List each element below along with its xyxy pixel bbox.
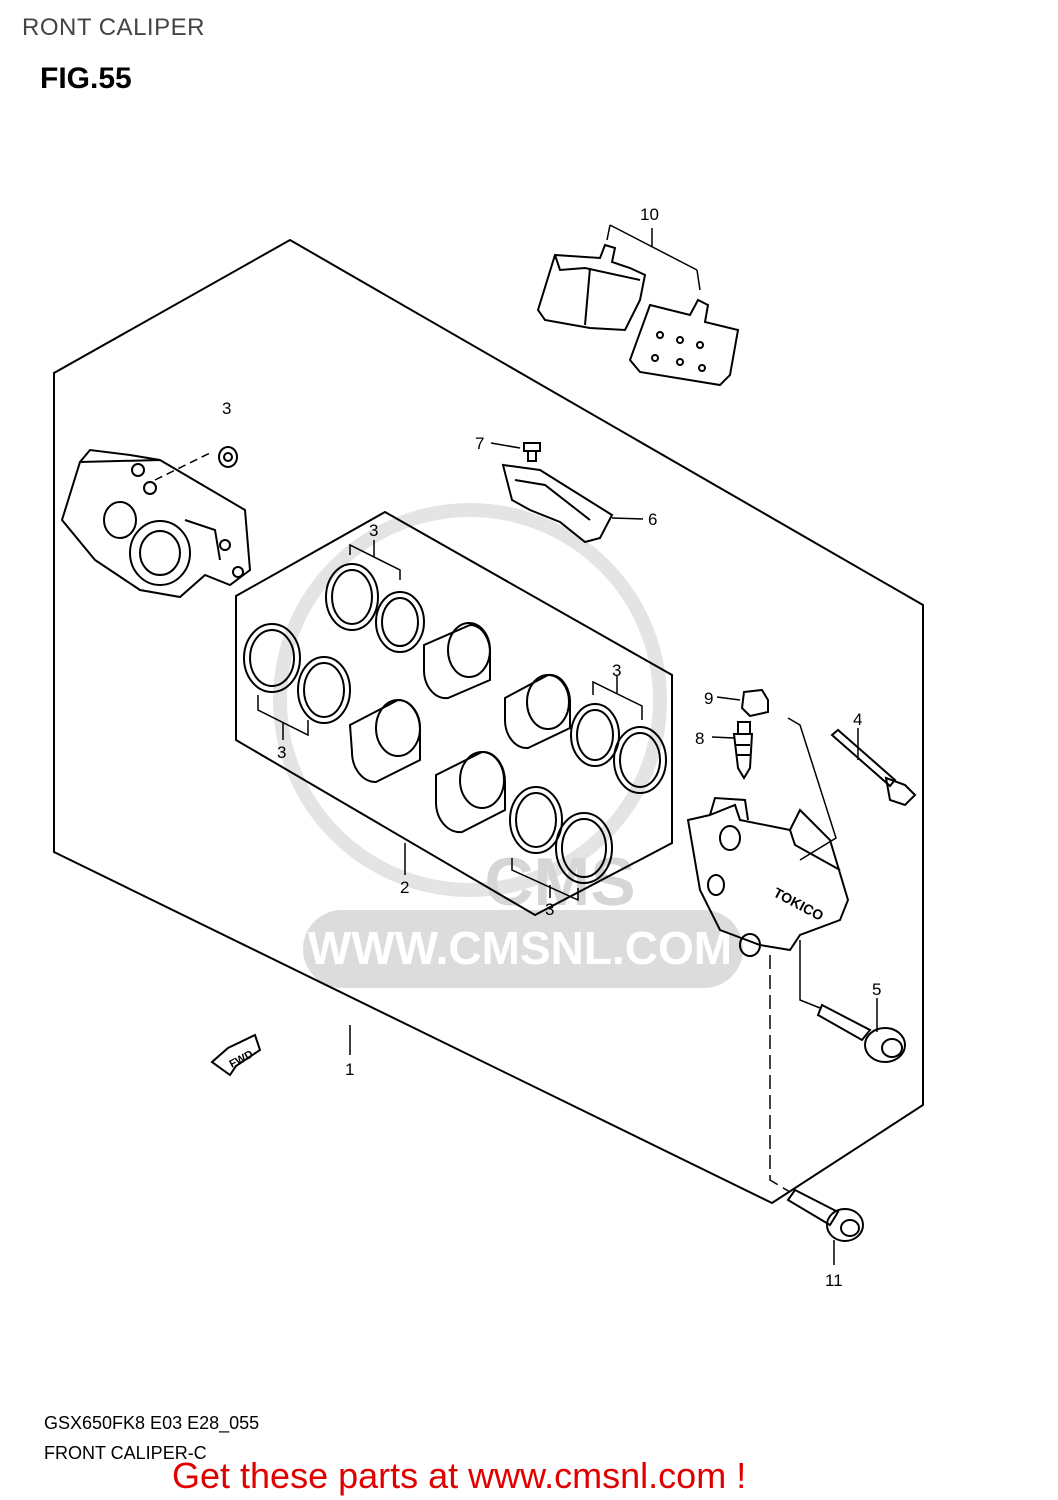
leader-pad-pin-axis: [787, 717, 837, 861]
seal-ring: [613, 726, 667, 794]
callout-6: 6: [648, 510, 657, 529]
callout-3-caliper: 3: [222, 399, 231, 418]
bolt-part-5: [816, 1003, 906, 1063]
page-header-title: RONT CALIPER: [22, 14, 205, 41]
leader-screw: [490, 442, 521, 449]
callout-8: 8: [695, 729, 704, 748]
promo-link-text[interactable]: Get these parts at www.cmsnl.com !: [172, 1455, 747, 1496]
leader-seal-left: [154, 451, 213, 481]
mounting-bolt: [786, 1188, 864, 1242]
pad-pin: [830, 728, 917, 807]
seal-brackets: [257, 540, 643, 902]
piston: [503, 673, 572, 750]
watermark-logo-text: CMS: [484, 844, 635, 920]
callout-3-seal-right: 3: [612, 661, 621, 680]
piston: [348, 698, 422, 784]
bleeder-cap: [740, 688, 769, 718]
callout-5: 5: [872, 980, 881, 999]
caliper-marking-text: TOKICO: [771, 884, 826, 924]
piston: [434, 750, 507, 834]
seal-ring: [243, 623, 301, 693]
diagram-subtitle: FRONT CALIPER-C: [44, 1443, 207, 1463]
piston: [422, 623, 492, 700]
seal-ring: [570, 703, 620, 767]
caliper-half-left: [60, 448, 252, 599]
callout-3-seal-top: 3: [369, 521, 378, 540]
seal-ring: [375, 591, 425, 653]
callout-4: 4: [853, 710, 862, 729]
seal-group: [243, 563, 667, 884]
screw-part: [523, 442, 541, 462]
bleeder-valve: [732, 721, 754, 780]
callout-3-seal-bottom: 3: [545, 900, 554, 919]
piston-group: [348, 622, 572, 834]
watermark-logo-ring: [273, 503, 667, 897]
callout-10: 10: [640, 205, 659, 224]
pad-spring: [501, 463, 614, 544]
leader-mounting-axis: [769, 955, 791, 1193]
leader-cap: [716, 696, 741, 701]
caliper-half-right: [686, 796, 850, 957]
leader-pad-set: [606, 224, 701, 291]
brake-pad-rear: [628, 298, 740, 387]
seal-ring: [555, 812, 613, 884]
fwd-arrow-icon: FWD: [210, 1033, 262, 1077]
figure-label: FIG.55: [40, 62, 132, 95]
brake-pad-front: [536, 243, 647, 332]
watermark: CMS WWW.CMSNL.COM: [273, 503, 743, 988]
leader-bolt-axis: [799, 940, 821, 1009]
callout-7: 7: [475, 434, 484, 453]
callout-2: 2: [400, 878, 409, 897]
callout-9: 9: [704, 689, 713, 708]
leader-bleeder: [711, 736, 735, 739]
watermark-banner: [303, 910, 743, 988]
callout-1: 1: [345, 1060, 354, 1079]
seal-ring: [509, 786, 563, 854]
callout-3-seal-left: 3: [277, 743, 286, 762]
leader-pad-spring: [611, 517, 644, 520]
caliper-assembly-outline: [53, 238, 924, 1205]
callout-11: 11: [825, 1271, 843, 1290]
piston-set-outline: [235, 510, 673, 917]
seal-ring: [325, 563, 379, 631]
watermark-site-text: WWW.CMSNL.COM: [308, 922, 732, 974]
seal-ring: [297, 656, 351, 724]
seal-small-left: [218, 446, 238, 468]
diagram-code: GSX650FK8 E03 E28_055: [44, 1413, 260, 1433]
